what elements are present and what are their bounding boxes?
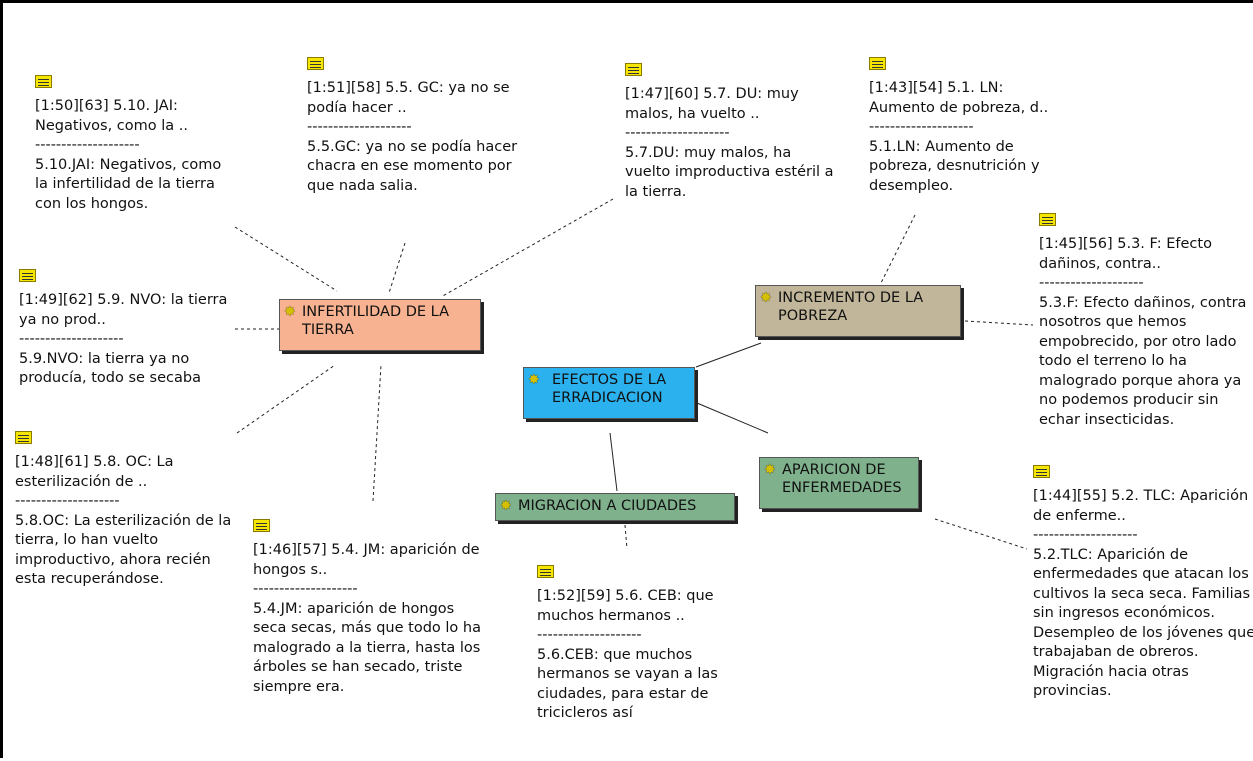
quote-separator: -------------------- — [35, 137, 140, 153]
code-node-incremento[interactable]: ✸ INCREMENTO DE LA POBREZA — [755, 285, 961, 337]
quote-header: [1:44][55] 5.2. TLC: Aparición de enferm… — [1033, 488, 1249, 524]
code-label: INCREMENTO DE LA POBREZA — [778, 290, 924, 324]
quote-separator: -------------------- — [253, 581, 358, 597]
memo-icon — [869, 57, 886, 70]
quote-separator: -------------------- — [625, 125, 730, 141]
code-label: MIGRACION A CIUDADES — [518, 498, 697, 514]
link-efectos-migracion — [609, 432, 618, 492]
memo-icon — [15, 431, 32, 444]
quote-separator: -------------------- — [537, 627, 642, 643]
link-q56 — [964, 320, 1034, 326]
quote-separator: -------------------- — [1033, 527, 1138, 543]
quote-text: 5.5.GC: ya no se podía hacer chacra en e… — [307, 138, 518, 194]
link-efectos-aparicion — [696, 402, 769, 434]
memo-icon — [1039, 213, 1056, 226]
code-star-icon: ✸ — [764, 462, 776, 478]
quote-text: 5.10.JAI: Negativos, como la infertilida… — [35, 156, 222, 212]
quote-node-1-49[interactable]: [1:49][62] 5.9. NVO: la tierra ya no pro… — [19, 269, 239, 389]
quote-node-1-43[interactable]: [1:43][54] 5.1. LN: Aumento de pobreza, … — [869, 57, 1069, 196]
link-q61 — [236, 364, 336, 434]
quote-separator: -------------------- — [15, 493, 120, 509]
quote-text: 5.9.NVO: la tierra ya no producía, todo … — [19, 350, 201, 387]
memo-icon — [35, 75, 52, 88]
link-efectos-incremento — [695, 342, 762, 368]
quote-text: 5.6.CEB: que muchos hermanos se vayan a … — [537, 646, 718, 722]
quote-header: [1:46][57] 5.4. JM: aparición de hongos … — [253, 542, 480, 578]
quote-separator: -------------------- — [1039, 275, 1144, 291]
quote-node-1-45[interactable]: [1:45][56] 5.3. F: Efecto dañinos, contr… — [1039, 213, 1253, 430]
code-node-efectos[interactable]: ✸ EFECTOS DE LA ERRADICACION — [523, 367, 695, 419]
memo-icon — [307, 57, 324, 70]
quote-header: [1:45][56] 5.3. F: Efecto dañinos, contr… — [1039, 236, 1212, 272]
code-label: INFERTILIDAD DE LA TIERRA — [302, 304, 450, 338]
memo-icon — [1033, 465, 1050, 478]
quote-header: [1:43][54] 5.1. LN: Aumento de pobreza, … — [869, 80, 1049, 116]
quote-node-1-47[interactable]: [1:47][60] 5.7. DU: muy malos, ha vuelto… — [625, 63, 835, 202]
quote-text: 5.2.TLC: Aparición de enfermedades que a… — [1033, 546, 1253, 700]
quote-separator: -------------------- — [307, 119, 412, 135]
code-star-icon: ✸ — [528, 372, 540, 388]
quote-node-1-48[interactable]: [1:48][61] 5.8. OC: La esterilización de… — [15, 431, 235, 590]
link-q58 — [388, 242, 406, 294]
memo-icon — [625, 63, 642, 76]
quote-separator: -------------------- — [869, 119, 974, 135]
code-star-icon: ✸ — [284, 304, 296, 320]
quote-node-1-46[interactable]: [1:46][57] 5.4. JM: aparición de hongos … — [253, 519, 483, 697]
quote-text: 5.4.JM: aparición de hongos seca secas, … — [253, 600, 481, 695]
code-node-infertilidad[interactable]: ✸ INFERTILIDAD DE LA TIERRA — [279, 299, 481, 351]
memo-icon — [19, 269, 36, 282]
code-star-icon: ✸ — [760, 290, 772, 306]
quote-text: 5.1.LN: Aumento de pobreza, desnutrición… — [869, 138, 1040, 194]
link-q60 — [440, 198, 614, 298]
quote-text: 5.7.DU: muy malos, ha vuelto improductiv… — [625, 144, 834, 200]
link-layer — [234, 198, 1034, 550]
link-q59 — [624, 524, 628, 550]
quote-header: [1:47][60] 5.7. DU: muy malos, ha vuelto… — [625, 86, 799, 122]
memo-icon — [537, 565, 554, 578]
code-label: EFECTOS DE LA ERRADICACION — [552, 372, 667, 406]
code-star-icon: ✸ — [500, 498, 512, 514]
quote-node-1-50[interactable]: [1:50][63] 5.10. JAI: Negativos, como la… — [35, 75, 235, 214]
quote-header: [1:50][63] 5.10. JAI: Negativos, como la… — [35, 98, 188, 134]
quote-header: [1:51][58] 5.5. GC: ya no se podía hacer… — [307, 80, 510, 116]
quote-text: 5.8.OC: La esterilización de la tierra, … — [15, 512, 232, 588]
link-q63 — [234, 226, 338, 292]
quote-node-1-44[interactable]: [1:44][55] 5.2. TLC: Aparición de enferm… — [1033, 465, 1253, 702]
link-q54 — [880, 214, 916, 284]
quote-text: 5.3.F: Efecto dañinos, contra nosotros q… — [1039, 294, 1247, 428]
quote-header: [1:52][59] 5.6. CEB: que muchos hermanos… — [537, 588, 714, 624]
code-node-migracion[interactable]: ✸ MIGRACION A CIUDADES — [495, 493, 735, 521]
quote-node-1-51[interactable]: [1:51][58] 5.5. GC: ya no se podía hacer… — [307, 57, 533, 196]
link-q55 — [934, 518, 1028, 550]
code-node-aparicion[interactable]: ✸ APARICION DE ENFERMEDADES — [759, 457, 919, 509]
quote-header: [1:48][61] 5.8. OC: La esterilización de… — [15, 454, 174, 490]
quote-separator: -------------------- — [19, 331, 124, 347]
link-q57 — [372, 364, 382, 502]
quote-node-1-52[interactable]: [1:52][59] 5.6. CEB: que muchos hermanos… — [537, 565, 747, 724]
quote-header: [1:49][62] 5.9. NVO: la tierra ya no pro… — [19, 292, 228, 328]
memo-icon — [253, 519, 270, 532]
code-label: APARICION DE ENFERMEDADES — [782, 462, 902, 496]
